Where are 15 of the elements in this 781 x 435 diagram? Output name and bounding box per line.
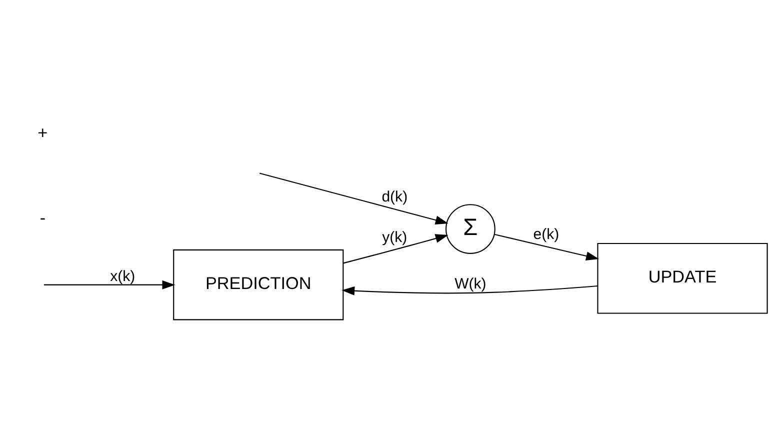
node-box: UPDATE	[597, 242, 768, 314]
label: +	[38, 122, 48, 143]
node-box: PREDICTION	[173, 249, 344, 320]
edge-label: y(k)	[382, 229, 408, 246]
arrow	[259, 172, 448, 224]
arrow	[343, 234, 448, 264]
edge-label: d(k)	[382, 188, 408, 206]
edge-label: e(k)	[533, 226, 560, 243]
arrow	[494, 234, 599, 260]
node-circle: Σ	[445, 204, 496, 254]
edge-label: W(k)	[454, 275, 486, 292]
label: -	[40, 207, 46, 228]
arrow	[342, 285, 598, 296]
arrow	[44, 280, 176, 290]
edge-label: x(k)	[110, 268, 136, 285]
